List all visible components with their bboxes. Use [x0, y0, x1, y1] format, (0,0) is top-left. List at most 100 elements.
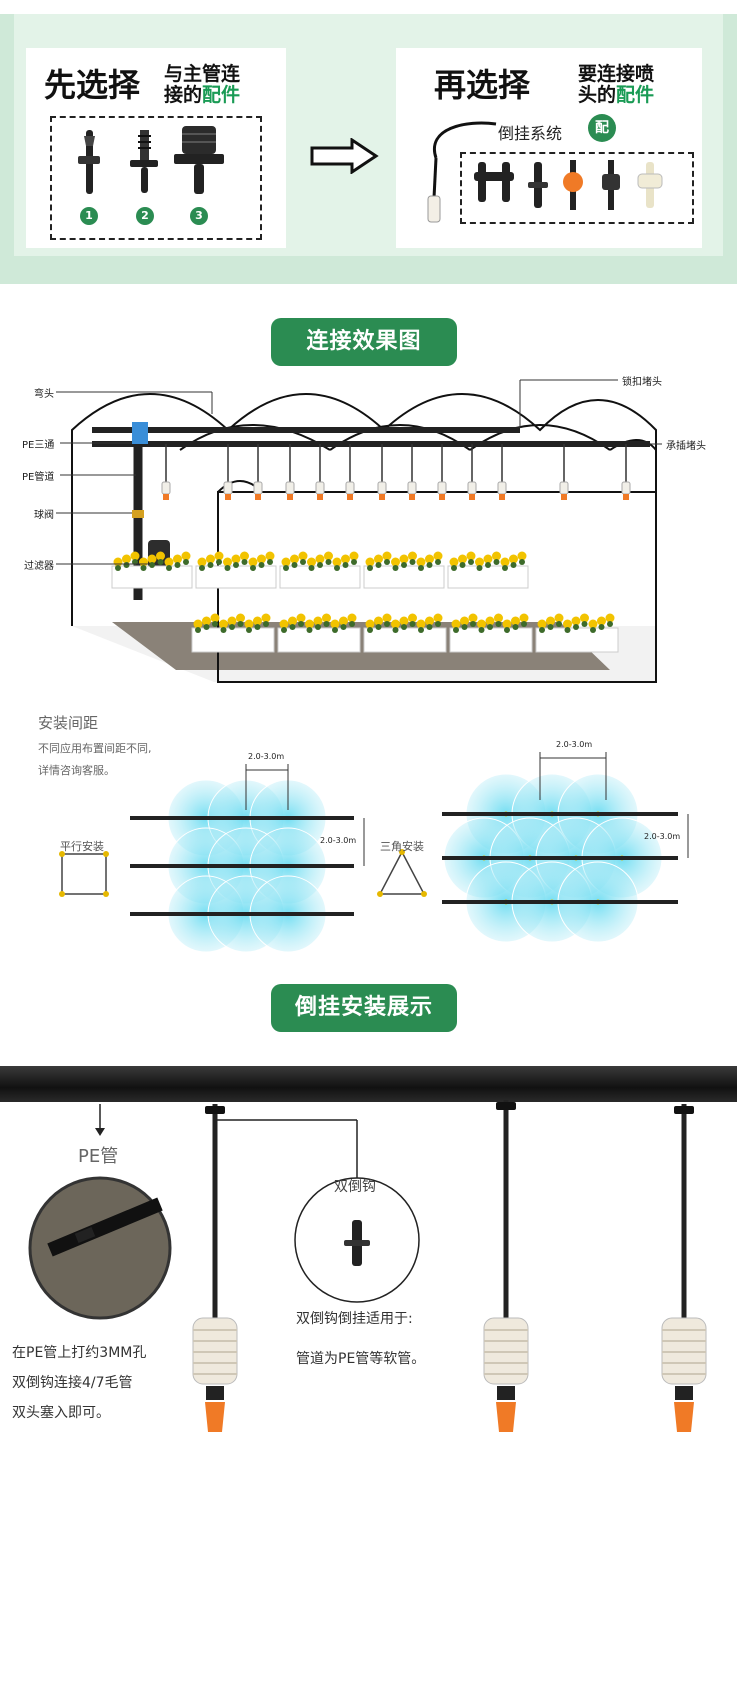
spacing-title: 安装间距 [38, 714, 99, 732]
flower [181, 551, 191, 561]
flower [537, 619, 547, 629]
flower [253, 616, 262, 626]
dropper-hook [205, 1106, 225, 1114]
dropper-nozzle [496, 1402, 516, 1432]
leaf [468, 559, 474, 565]
leaf [212, 621, 218, 627]
select-next-parts-box [460, 152, 694, 224]
flower [365, 619, 375, 629]
leaf [267, 559, 273, 565]
leaf [224, 565, 231, 571]
flower [290, 554, 299, 564]
leaf [598, 624, 605, 630]
flower [468, 613, 478, 623]
flower [206, 554, 215, 564]
flower [416, 619, 426, 629]
leaf [435, 621, 441, 627]
system-label: 倒挂系统 [498, 124, 563, 143]
flower [164, 557, 174, 567]
leaf [476, 565, 483, 571]
dropper-valve [206, 1386, 224, 1400]
nozzle-body [407, 481, 417, 495]
flower [265, 551, 275, 561]
leaf [581, 621, 588, 627]
leaf [195, 627, 201, 633]
flower [341, 554, 350, 564]
flower [466, 551, 476, 561]
flower [391, 557, 400, 567]
nozzle-tip [287, 494, 293, 500]
leaf [115, 565, 121, 571]
install-mid-line1: 双倒钩倒挂适用于: [296, 1311, 413, 1327]
leaf [401, 562, 407, 568]
leaf [521, 621, 527, 627]
leaf [241, 559, 248, 565]
select-next-sub-line2: 头的配件 [578, 85, 654, 106]
select-first-sub-line1: 与主管连 [164, 63, 241, 85]
leaf [495, 621, 502, 627]
leaf [519, 559, 525, 565]
nozzle-tip [561, 494, 567, 500]
flower [502, 619, 512, 629]
flower [580, 613, 589, 623]
nozzle-tip [409, 494, 415, 500]
arrow-right-icon [310, 138, 379, 174]
install-diagram [28, 1100, 707, 1432]
dropper-nozzle [205, 1402, 225, 1432]
leaf [487, 624, 493, 630]
nozzle-body [223, 481, 233, 495]
leaf [384, 621, 390, 627]
part-number-2: 2 [136, 207, 154, 225]
leaf [375, 562, 382, 568]
flower [307, 557, 316, 567]
select-next-sub-highlight: 配件 [616, 84, 655, 106]
nozzle-body [467, 481, 477, 495]
dropper-nozzle [674, 1402, 694, 1432]
flower [460, 616, 469, 626]
label-plug-end: 承插堵头 [666, 441, 706, 452]
select-first-sub-highlight: 配件 [202, 84, 241, 106]
flower [517, 551, 527, 561]
install-mid-line2: 管道为PE管等软管。 [296, 1351, 426, 1367]
triangle-install-label: 三角安装 [380, 840, 424, 853]
leaf [375, 624, 382, 630]
leaf [573, 624, 579, 630]
nozzle-body [437, 481, 447, 495]
leaf [342, 562, 349, 568]
install-left-line3: 双头塞入即可。 [12, 1405, 110, 1421]
leaf [306, 627, 313, 633]
leaf [250, 565, 256, 571]
flower [416, 557, 426, 567]
leaf [289, 624, 296, 630]
select-next-sub-line1: 要连接喷 [578, 63, 655, 85]
flower [382, 613, 392, 623]
label-pe-pipe: PE管道 [22, 472, 55, 483]
flower [330, 619, 340, 629]
flower [257, 554, 266, 564]
nozzle-tip [255, 494, 261, 500]
flower [279, 619, 289, 629]
leaf [461, 624, 468, 630]
flower [391, 619, 400, 629]
leaf [453, 627, 459, 633]
flower [408, 613, 417, 623]
leaf [315, 624, 321, 630]
nozzle-body [377, 481, 387, 495]
barb-connector-icon[interactable] [74, 128, 104, 198]
flower [193, 619, 203, 629]
flower [485, 616, 495, 626]
nozzle-tip [317, 494, 323, 500]
leaf [470, 621, 476, 627]
install-left-line1: 在PE管上打约3MM孔 [12, 1345, 147, 1361]
leaf [298, 621, 304, 627]
thread-barb-connector-icon[interactable] [128, 128, 160, 198]
leaf [157, 559, 164, 565]
large-thread-connector-icon[interactable] [172, 124, 226, 200]
spacing-diagram [59, 752, 689, 953]
parts-row-icon[interactable] [468, 158, 684, 214]
flower [231, 554, 241, 564]
flower [588, 619, 598, 629]
flower [210, 613, 220, 623]
flower [173, 554, 182, 564]
dropper-hook [674, 1106, 694, 1114]
